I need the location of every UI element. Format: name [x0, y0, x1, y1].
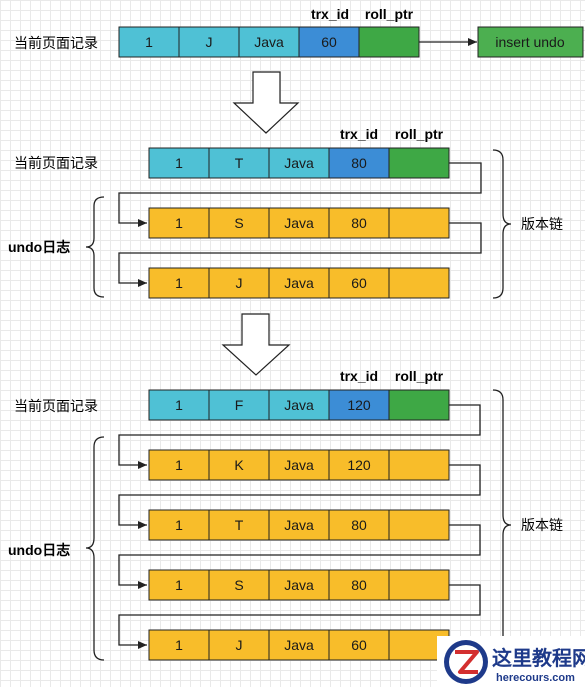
- undo-value-lang: Java: [284, 637, 314, 653]
- undo-value-lang: Java: [284, 275, 314, 291]
- undo-value-name: J: [236, 637, 243, 653]
- undo-record-row: 1 S Java 80: [148, 207, 450, 239]
- record-value-lang: Java: [284, 155, 314, 171]
- trx-id-header: trx_id: [340, 368, 378, 384]
- record-value-name: F: [235, 397, 244, 413]
- undo-log-brace: [85, 196, 105, 298]
- version-chain-label: 版本链: [521, 216, 563, 232]
- section-3: trx_id roll_ptr 当前页面记录 1 F Java 120 1 K …: [8, 368, 563, 661]
- undo-value-trx-id: 80: [351, 215, 367, 231]
- current-record-row: 1 F Java 120: [148, 389, 450, 421]
- undo-value-trx-id: 60: [351, 637, 367, 653]
- record-cell-roll-ptr: [358, 26, 420, 58]
- undo-value-lang: Java: [284, 457, 314, 473]
- undo-value-id: 1: [175, 637, 183, 653]
- record-value-lang: Java: [284, 397, 314, 413]
- version-chain-brace: [492, 149, 512, 299]
- current-record-row: 1 J Java 60: [118, 26, 420, 58]
- record-cell-id: [118, 26, 180, 58]
- undo-record-row: 1 T Java 80: [148, 509, 450, 541]
- record-value-trx-id: 120: [347, 397, 371, 413]
- trx-id-header: trx_id: [340, 126, 378, 142]
- roll-ptr-header: roll_ptr: [395, 126, 444, 142]
- version-chain-label: 版本链: [521, 517, 563, 533]
- record-value-id: 1: [145, 34, 153, 50]
- roll-ptr-header: roll_ptr: [365, 6, 414, 22]
- undo-value-name: K: [234, 457, 244, 473]
- undo-value-trx-id: 80: [351, 577, 367, 593]
- undo-log-label: undo日志: [8, 239, 70, 255]
- undo-value-id: 1: [175, 457, 183, 473]
- record-value-id: 1: [175, 155, 183, 171]
- undo-value-name: T: [235, 517, 244, 533]
- undo-value-id: 1: [175, 517, 183, 533]
- undo-value-lang: Java: [284, 577, 314, 593]
- current-record-label: 当前页面记录: [14, 155, 98, 171]
- record-value-name: T: [235, 155, 244, 171]
- section-2: trx_id roll_ptr 当前页面记录 1 T Java 80 1 S J…: [8, 126, 563, 299]
- z-logo-icon: [444, 640, 488, 684]
- version-link-connector: [118, 404, 481, 469]
- undo-log-label: undo日志: [8, 542, 70, 558]
- version-link-connector: [118, 524, 481, 589]
- record-value-name: J: [206, 34, 213, 50]
- watermark-title: 这里教程网: [492, 646, 585, 670]
- undo-value-lang: Java: [284, 215, 314, 231]
- watermark-site: herecours.com: [496, 672, 575, 684]
- current-record-row: 1 T Java 80: [148, 147, 450, 179]
- version-link-connector: [118, 162, 482, 227]
- undo-value-trx-id: 120: [347, 457, 371, 473]
- undo-value-id: 1: [175, 215, 183, 231]
- version-link-connector: [118, 584, 481, 649]
- undo-record-row: 1 S Java 80: [148, 569, 450, 601]
- undo-value-id: 1: [175, 275, 183, 291]
- undo-value-trx-id: 80: [351, 517, 367, 533]
- record-value-id: 1: [175, 397, 183, 413]
- record-value-lang: Java: [254, 34, 284, 50]
- undo-record-row: 1 J Java 60: [148, 629, 450, 661]
- undo-value-name: J: [236, 275, 243, 291]
- undo-log-brace: [85, 436, 105, 661]
- version-link-connector: [118, 464, 481, 529]
- watermark: 这里教程网 herecours.com: [437, 636, 585, 687]
- current-record-label: 当前页面记录: [14, 398, 98, 414]
- record-value-trx-id: 60: [321, 34, 337, 50]
- undo-value-lang: Java: [284, 517, 314, 533]
- section-1: trx_id roll_ptr 当前页面记录 1 J Java 60 inser…: [14, 6, 584, 58]
- transition-arrow-1: [232, 71, 300, 134]
- undo-value-trx-id: 60: [351, 275, 367, 291]
- version-link-connector: [118, 222, 482, 287]
- undo-record-row: 1 K Java 120: [148, 449, 450, 481]
- undo-value-name: S: [234, 577, 243, 593]
- current-record-label: 当前页面记录: [14, 35, 98, 51]
- record-value-trx-id: 80: [351, 155, 367, 171]
- undo-value-name: S: [234, 215, 243, 231]
- trx-id-header: trx_id: [311, 6, 349, 22]
- insert-undo-box: [477, 26, 584, 58]
- record-cell-name: [178, 26, 240, 58]
- undo-value-id: 1: [175, 577, 183, 593]
- transition-arrow-2: [221, 313, 291, 376]
- version-chain-brace: [492, 389, 512, 661]
- insert-undo-label: insert undo: [495, 34, 564, 50]
- roll-ptr-header: roll_ptr: [395, 368, 444, 384]
- record-cell-lang: [238, 26, 300, 58]
- undo-record-row: 1 J Java 60: [148, 267, 450, 299]
